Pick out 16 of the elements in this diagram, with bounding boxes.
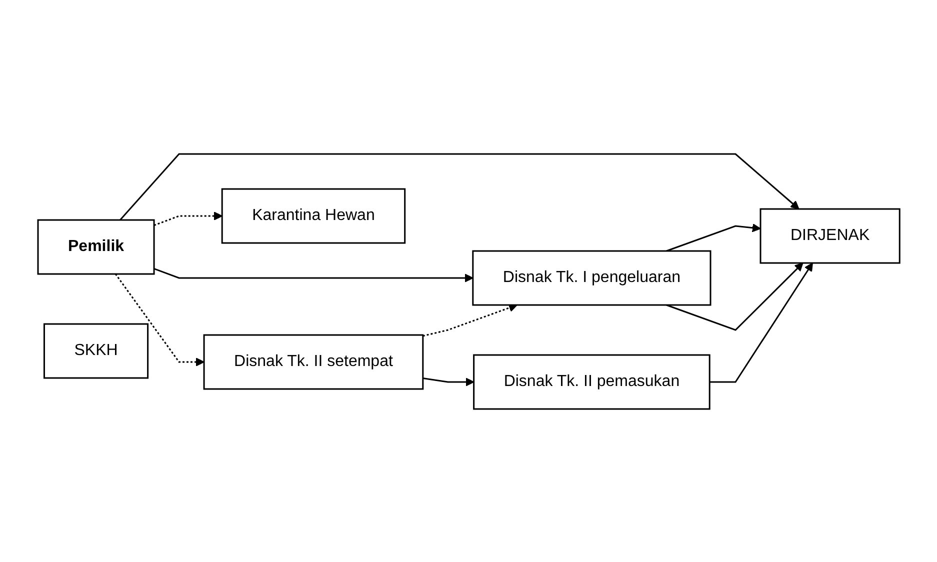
arrow [422, 377, 474, 386]
node-box: Disnak Tk. II pemasukan [472, 354, 710, 410]
node-box: Disnak Tk. II setempat [202, 334, 424, 390]
arrow [119, 152, 800, 220]
node-box: Pemilik [36, 218, 154, 274]
arrow [666, 262, 803, 330]
arrow [666, 222, 761, 252]
arrow [709, 262, 813, 382]
arrow [153, 211, 222, 226]
arrow [153, 267, 473, 282]
node-box: SKKH [43, 322, 148, 378]
arrow [422, 303, 518, 336]
node-box: DIRJENAK [759, 208, 900, 264]
arrow [114, 273, 204, 366]
node-box: Karantina Hewan [221, 188, 406, 244]
node-box: Disnak Tk. I pengeluaran [472, 250, 711, 306]
